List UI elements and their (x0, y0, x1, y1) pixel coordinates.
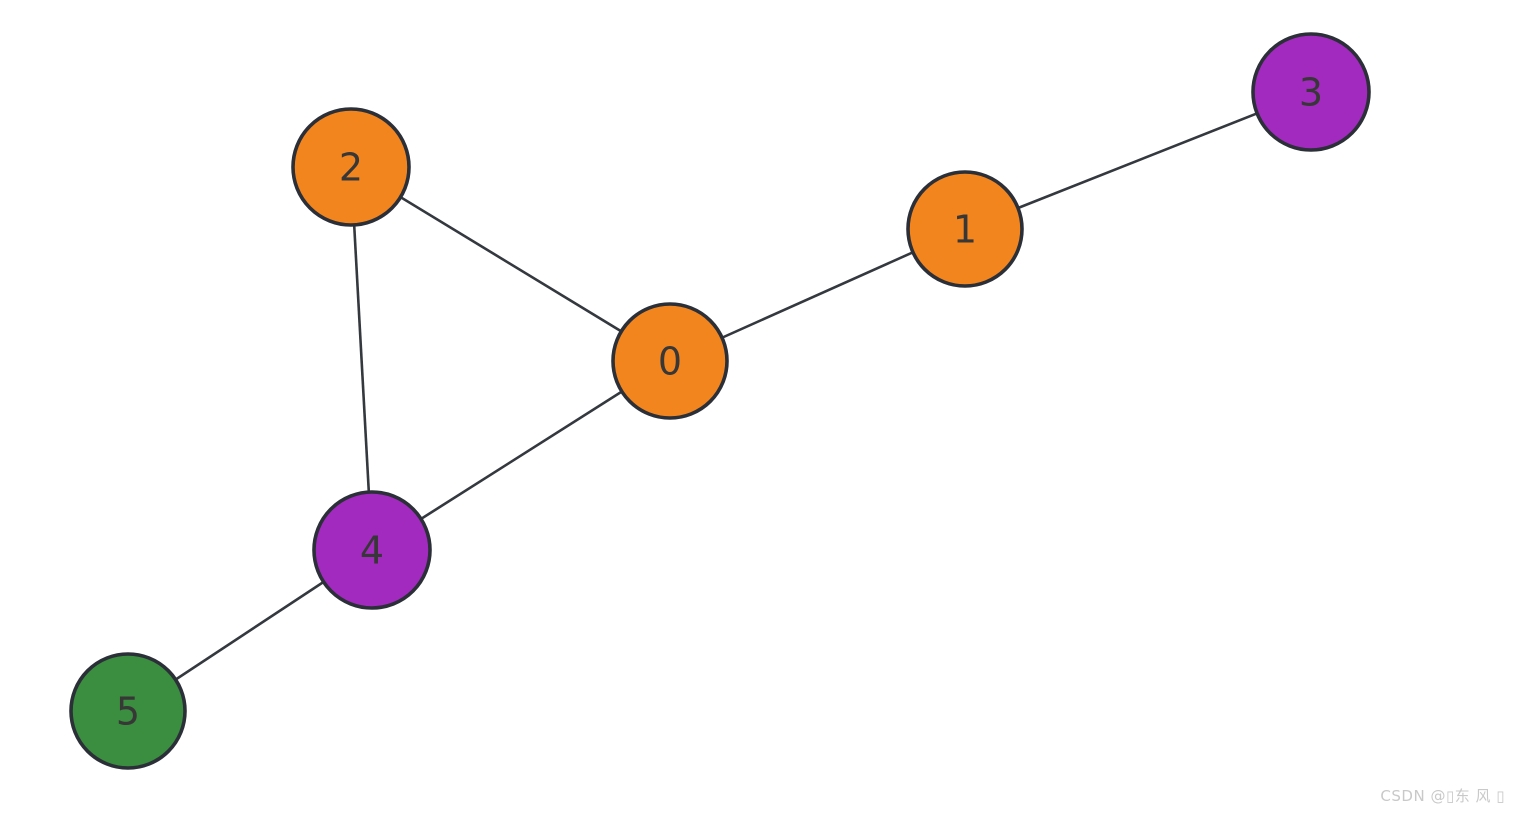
graph-node-label-4: 4 (360, 528, 384, 572)
graph-node-label-5: 5 (116, 689, 140, 733)
graph-node-0 (611, 302, 729, 420)
graph-node-3 (1251, 32, 1371, 152)
graph-edge-1-3 (964, 90, 1312, 231)
graph-node-2 (291, 107, 411, 227)
graph-node-4 (312, 490, 432, 610)
graph-node-5 (69, 652, 187, 770)
graph-node-label-3: 3 (1299, 70, 1323, 114)
csdn-watermark: CSDN @▯东 风 ▯ (1380, 787, 1505, 805)
graph-node-label-2: 2 (339, 145, 363, 189)
graph-node-1 (906, 170, 1024, 288)
graph-edge-2-0 (350, 165, 671, 363)
graph-edge-2-4 (349, 166, 374, 551)
graph-node-label-0: 0 (658, 339, 682, 383)
graph-node-label-1: 1 (953, 207, 977, 251)
